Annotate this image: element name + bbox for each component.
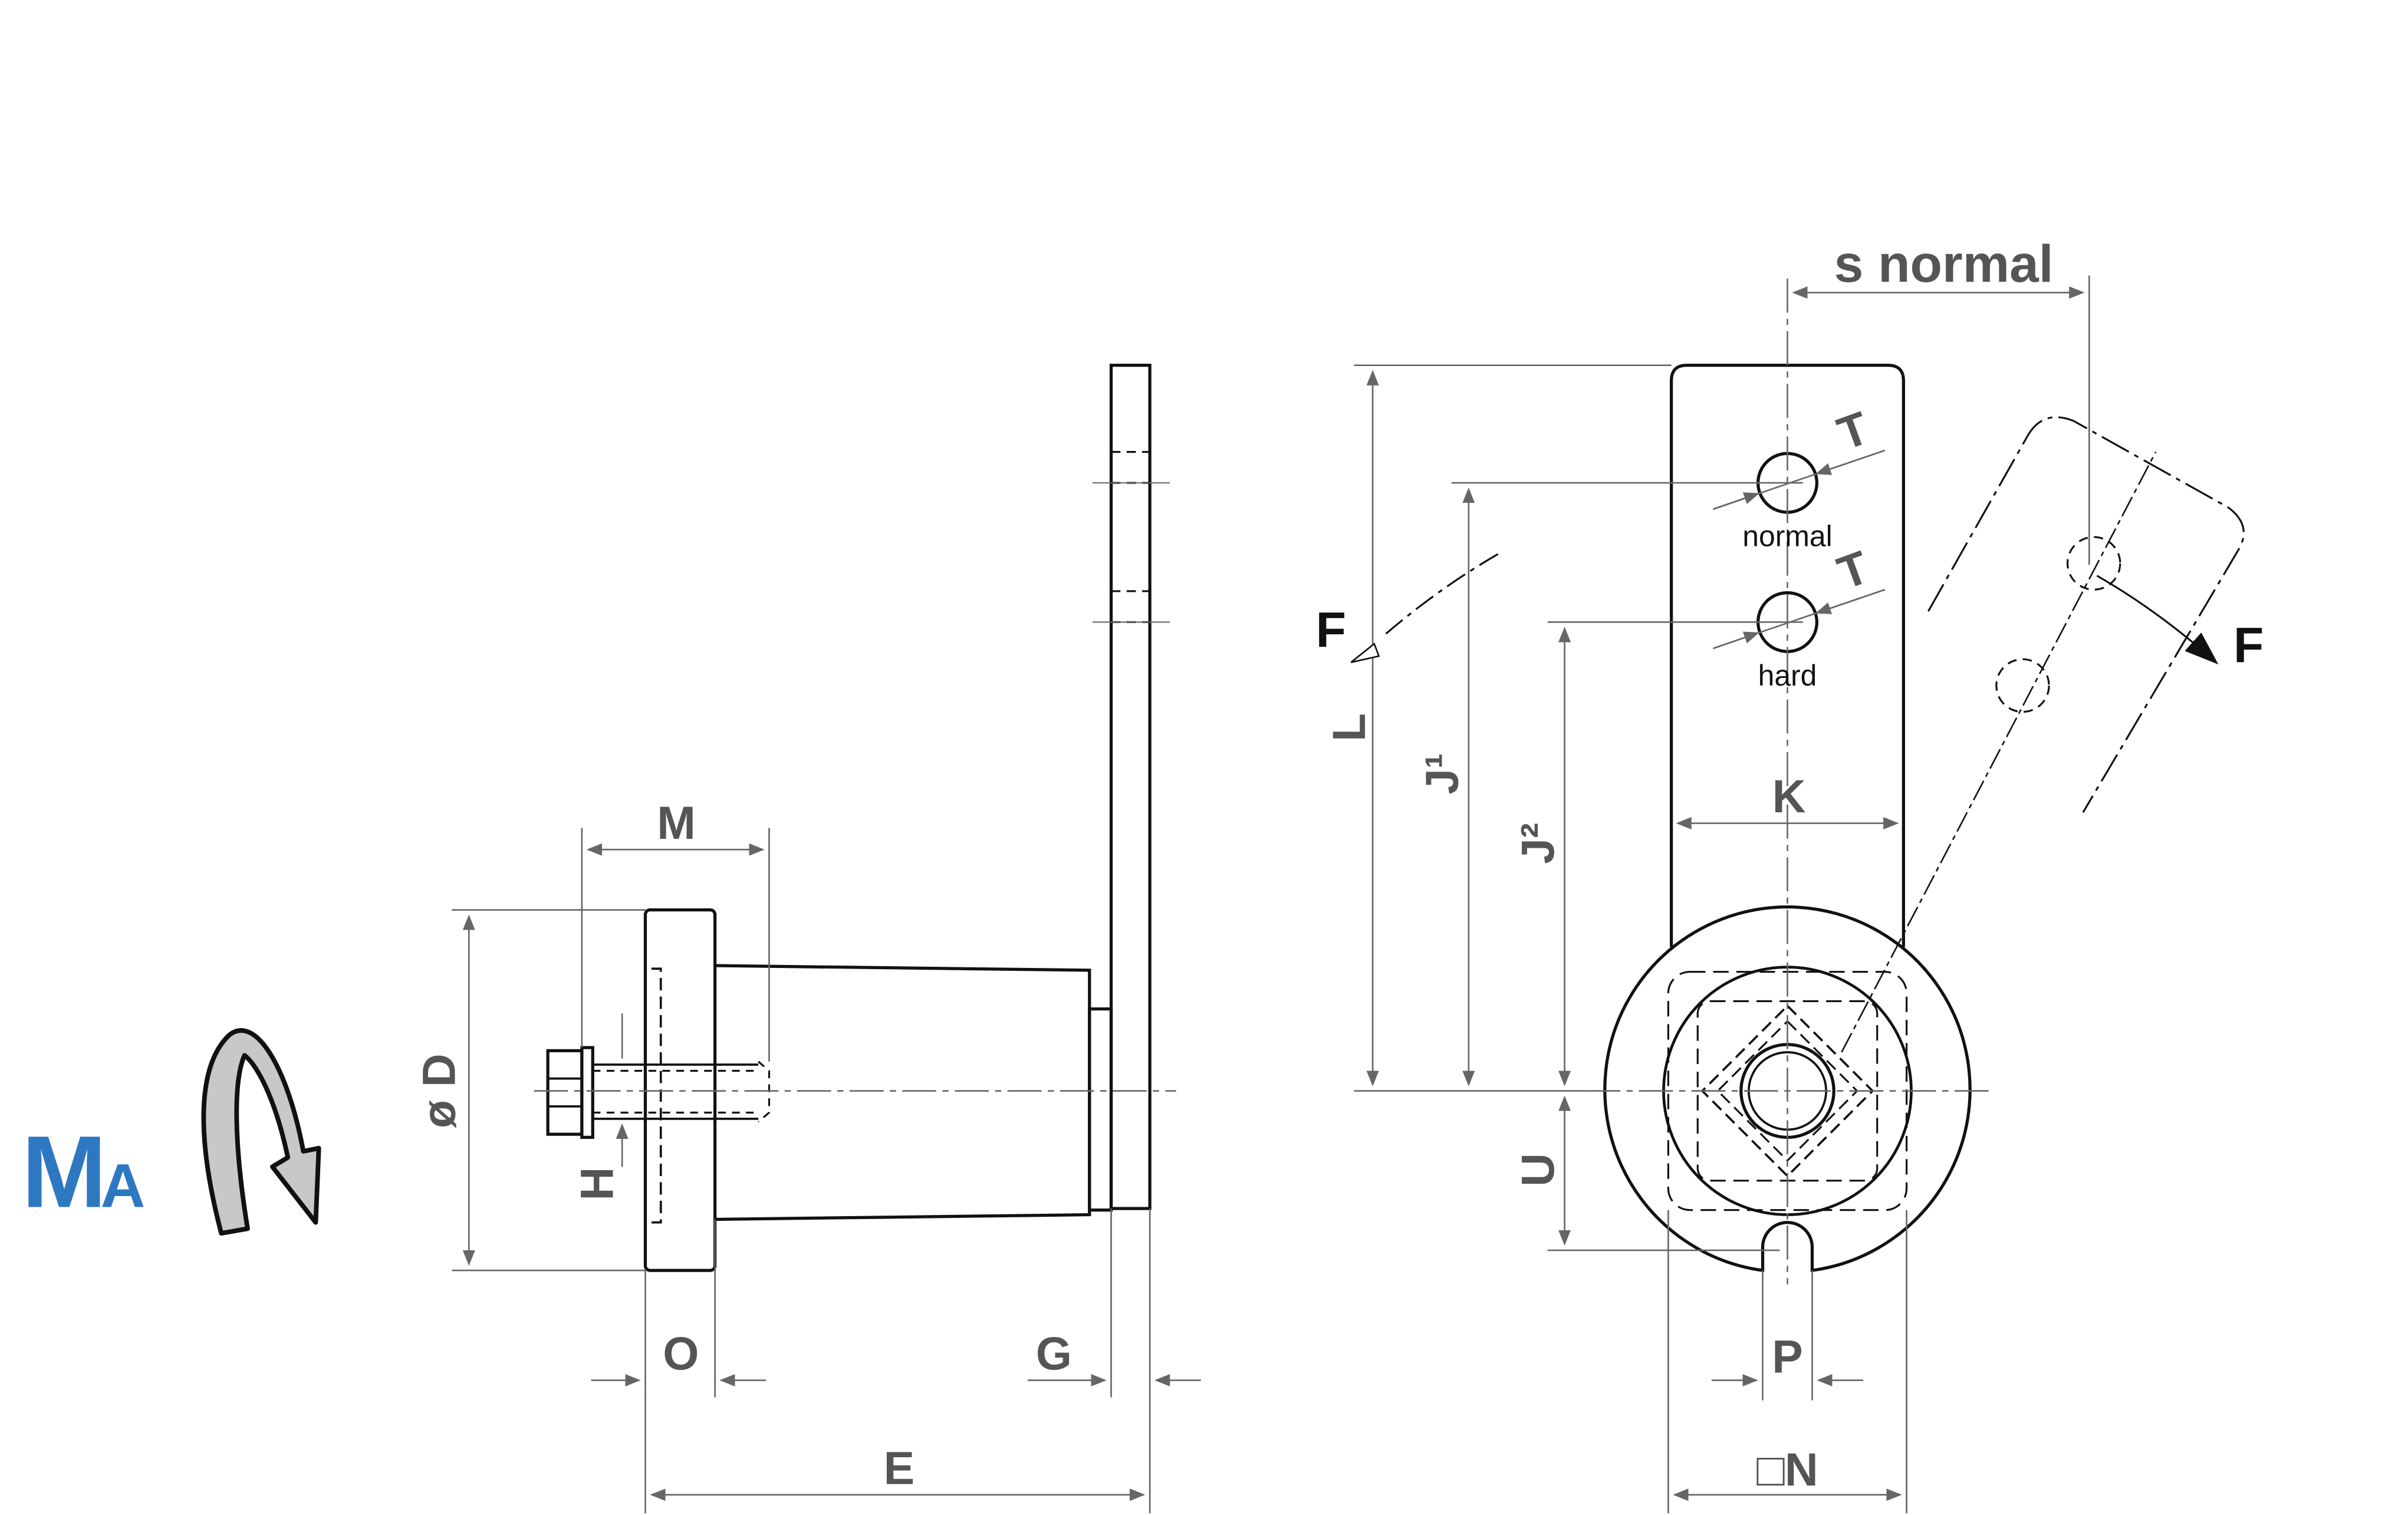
label-j1: J¹: [1416, 753, 1468, 795]
side-view: [534, 364, 1176, 1272]
mounting-plate: [1109, 364, 1152, 1210]
cam-disc: [1603, 905, 1972, 1273]
ma-sub-letter: A: [101, 1151, 146, 1220]
label-t-normal: T: [1831, 401, 1875, 460]
label-f-left: F: [1316, 602, 1346, 657]
label-hard: hard: [1758, 659, 1817, 692]
label-j2: J²: [1512, 823, 1564, 864]
label-g: G: [1036, 1328, 1072, 1379]
lever-phantom: [1927, 416, 2245, 813]
label-f-right: F: [2233, 618, 2264, 673]
label-p: P: [1772, 1330, 1803, 1382]
label-h: H: [571, 1167, 623, 1201]
ma-main-letter: M: [22, 1114, 107, 1229]
force-arrows: [1350, 553, 2219, 665]
label-n: □N: [1756, 1444, 1818, 1496]
front-view-dimensions: [1354, 275, 2090, 1514]
label-normal: normal: [1742, 520, 1832, 553]
label-dia-d: ø D: [413, 1053, 465, 1128]
side-view-dimensions: [452, 828, 1201, 1514]
label-o: O: [663, 1328, 699, 1379]
label-e: E: [884, 1442, 915, 1494]
force-arrow-left: [1384, 553, 1499, 635]
label-u: U: [1512, 1153, 1564, 1187]
label-s-normal: s normal: [1834, 234, 2054, 293]
label-m: M: [657, 797, 696, 849]
torque-arrow-icon: [201, 1028, 321, 1236]
label-k: K: [1772, 770, 1806, 822]
screw-head: [546, 1049, 584, 1136]
tapered-body: [715, 964, 1091, 1221]
torque-symbol: M A: [22, 1028, 321, 1236]
label-l: L: [1323, 713, 1375, 742]
force-arrow-right: [2096, 575, 2219, 665]
lever-arm: [1670, 364, 1905, 947]
front-view: [1603, 364, 2245, 1273]
label-t-hard: T: [1831, 541, 1875, 599]
